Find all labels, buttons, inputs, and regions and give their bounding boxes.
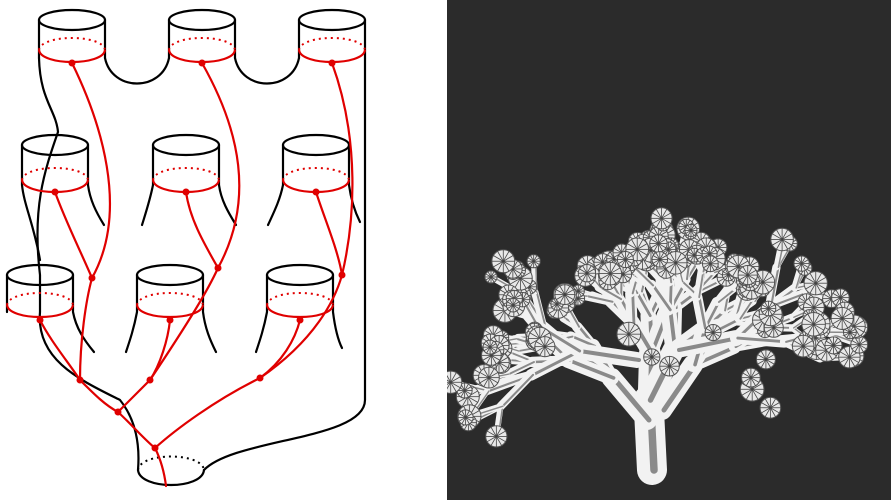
coral-polyp (578, 265, 595, 282)
coral-branch-shade (633, 293, 634, 322)
coral-polyp (771, 228, 794, 251)
coral-polyp (738, 265, 757, 284)
coral-polyp (660, 356, 680, 376)
coral-polyp (760, 397, 781, 418)
coral-polyp (535, 337, 555, 357)
coral-polyp (555, 285, 575, 305)
coral-polyp (506, 299, 519, 312)
saddle-top-right (235, 58, 299, 84)
coral-polyp (599, 262, 622, 285)
coral-polyp (479, 367, 500, 388)
coral-polyp (527, 255, 540, 268)
coral-polyp (851, 336, 868, 353)
top-cylinder-right (299, 10, 365, 58)
coral-polyp (651, 208, 672, 229)
coral-polyp (664, 251, 687, 274)
top-cylinder-left (39, 10, 105, 58)
coral-polyp (831, 307, 853, 329)
coral-polyp (650, 235, 667, 252)
cobordism-diagram-panel (0, 0, 445, 500)
coral-polyp (702, 256, 718, 272)
coral-polyp (644, 349, 660, 365)
cobordism-diagram (0, 0, 445, 500)
coral-polyp (492, 250, 515, 273)
top-cylinder-middle (169, 10, 235, 58)
coral-polyp (761, 301, 776, 316)
coral-polyp (742, 368, 761, 387)
middle-cylinder-right (268, 135, 360, 225)
coral-polyp (794, 256, 809, 271)
saddle-top-left (105, 58, 169, 84)
surface-outline (7, 10, 365, 485)
coral-polyp (825, 337, 842, 354)
red-tree (40, 63, 352, 486)
coral-polyp (617, 322, 641, 346)
coral-polyp (685, 224, 697, 236)
coral-polyp (617, 252, 633, 268)
middle-left-outer-edge (22, 145, 40, 260)
coral-illustration-panel (447, 0, 891, 500)
coral-polyp (486, 426, 507, 447)
coral-polyp (652, 252, 668, 268)
coral-polyp (458, 410, 473, 425)
coral-polyp (756, 350, 775, 369)
coral-polyp (802, 313, 825, 336)
hidden-back-edges (138, 457, 204, 471)
coral-polyp (705, 325, 721, 341)
coral-polyp (485, 271, 497, 283)
middle-cylinder-middle (142, 135, 236, 225)
coral-polyp (792, 335, 814, 357)
bottom-boundary-front (138, 470, 204, 485)
red-meridian-circles (7, 50, 365, 317)
coral-polyp (483, 340, 497, 354)
coral-engraving-image (447, 0, 891, 500)
bottom-boundary-back (138, 457, 204, 471)
